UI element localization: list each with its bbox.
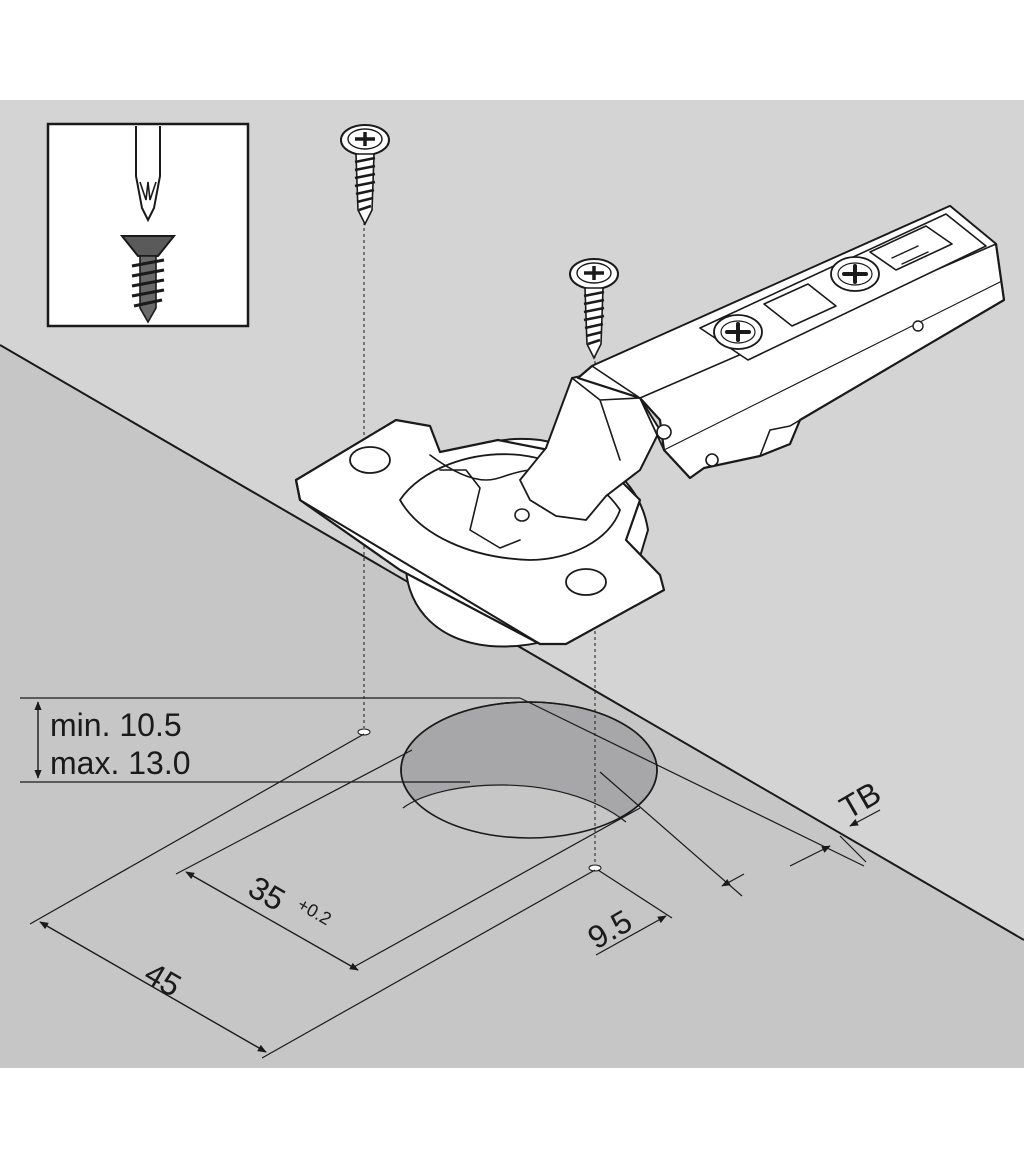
extension-line (351, 807, 641, 969)
extension-line (29, 733, 365, 925)
depth-max-label: max. 13.0 (50, 745, 191, 781)
countersunk-screw-icon (569, 258, 619, 360)
extension-line (519, 697, 865, 867)
extension-line (175, 749, 413, 875)
depth-min-label: min. 10.5 (50, 707, 182, 743)
extension-line (261, 869, 596, 1059)
pilot-hole-right (588, 864, 602, 872)
extension-line (599, 771, 743, 897)
concealed-cup-hinge-icon (294, 204, 1006, 648)
extension-line (597, 869, 673, 919)
pilot-hole-left (357, 728, 371, 736)
cup-hole (400, 701, 658, 847)
screwdriver-and-countersunk-screw-icon (46, 122, 250, 328)
depth-dimension: min. 10.5 max. 13.0 (20, 697, 520, 783)
countersunk-screw-icon (340, 124, 390, 226)
